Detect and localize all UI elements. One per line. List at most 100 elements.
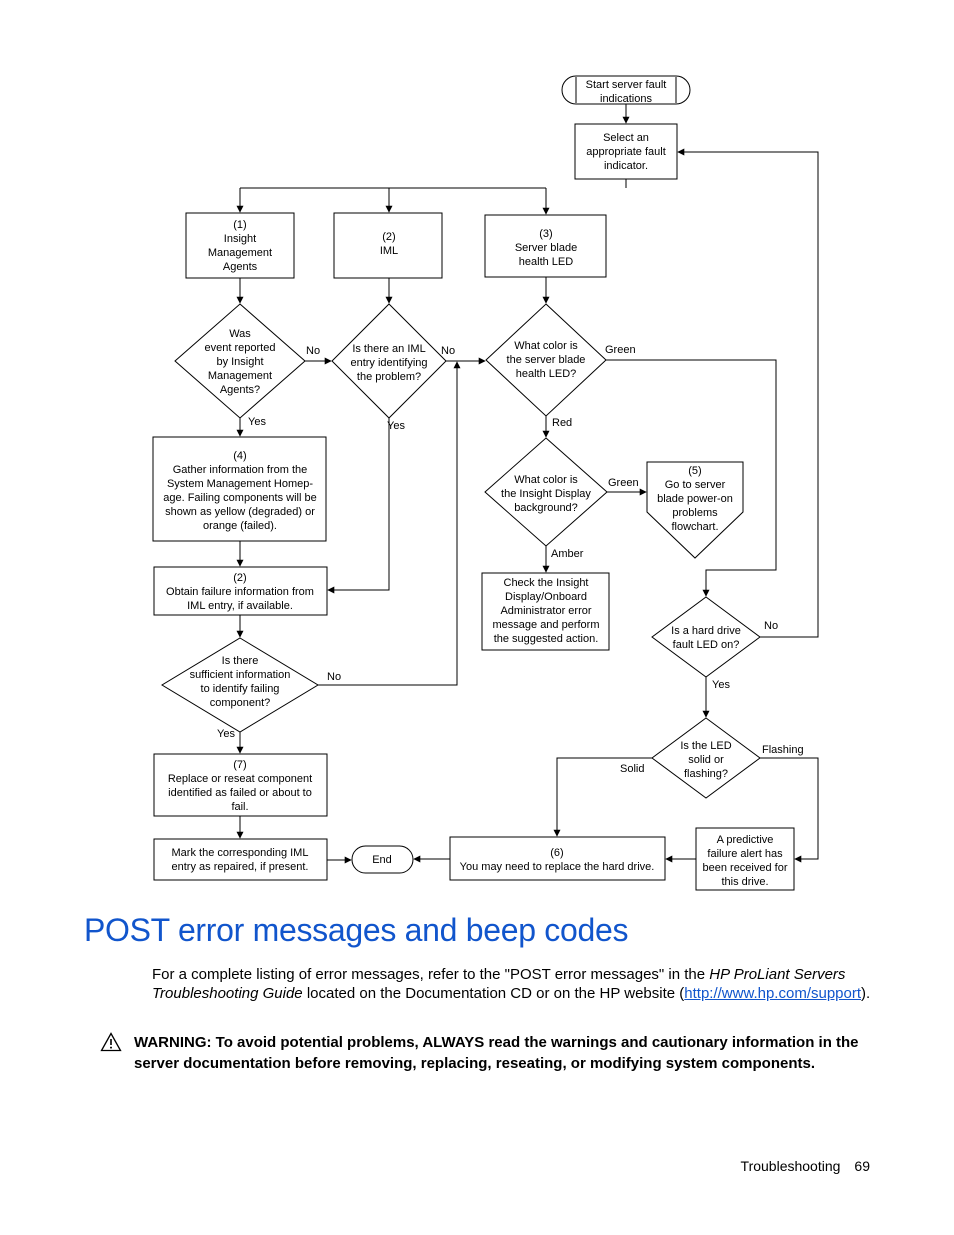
box-obtain-line: (2)	[233, 572, 246, 584]
select-line: Select an	[603, 132, 649, 144]
branch-label-yes-iml: Yes	[387, 420, 405, 432]
dec-sufficient-line: Is there	[222, 655, 259, 667]
dec-display-line: background?	[514, 502, 578, 514]
box-blade-led-text: (3) Server blade health LED	[515, 228, 577, 268]
box-replace-line: fail.	[231, 801, 248, 813]
end-text: End	[372, 854, 392, 866]
dec-event-line: Management	[208, 370, 272, 382]
box-predictive-text: A predictive failure alert has been receiv…	[703, 834, 788, 888]
dec-led-color-text: What color is the server blade health LED?	[507, 340, 586, 380]
dec-hd-fault-text: Is a hard drive fault LED on?	[671, 625, 741, 651]
dec-hd-fault-line: Is a hard drive	[671, 625, 741, 637]
branch-label-amber-display: Amber	[551, 548, 584, 560]
box-predictive-line: this drive.	[721, 876, 768, 888]
box-iml-line: IML	[380, 245, 398, 257]
section-heading: POST error messages and beep codes	[84, 912, 629, 948]
branch-label-yes-hd: Yes	[712, 679, 730, 691]
branch-label-green-display: Green	[608, 477, 639, 489]
dec-sufficient-line: to identify failing	[201, 683, 280, 695]
dec-solid-text: Is the LED solid or flashing?	[680, 740, 731, 780]
dec-solid-line: Is the LED	[680, 740, 731, 752]
branch-label-yes-event: Yes	[248, 416, 266, 428]
box-replace-hd-text: (6)You may need to replace the hard driv…	[460, 847, 655, 873]
page-number: 69	[854, 1158, 870, 1174]
dec-solid-line: solid or	[688, 754, 724, 766]
box-ima-line: Insight	[224, 233, 256, 245]
box-replace-hd-line: You may need to replace the hard drive.	[460, 861, 655, 873]
dec-sufficient-line: component?	[210, 697, 271, 709]
box-gather-line: orange (failed).	[203, 520, 277, 532]
dec-display-line: What color is	[514, 474, 578, 486]
box-power-line: (5)	[688, 465, 701, 477]
select-line: indicator.	[604, 160, 648, 172]
box-obtain-line: Obtain failure information from	[166, 586, 314, 598]
branch-label-flashing: Flashing	[762, 744, 804, 756]
iml-box	[333, 212, 443, 279]
para-text-3: ).	[861, 984, 871, 1002]
dec-display-text: What color is the Insight Display backgrou…	[501, 474, 591, 514]
box-blade-led-line: (3)	[539, 228, 552, 240]
dec-event-line: by Insight	[216, 356, 263, 368]
decision-hd-fault	[651, 596, 761, 678]
branch-label-no-sufficient: No	[327, 671, 341, 683]
branch-label-no-iml: No	[441, 345, 455, 357]
dec-iml-line: Is there an IML	[352, 343, 425, 355]
box-predictive-line: been received for	[703, 862, 788, 874]
dec-event-line: Agents?	[220, 384, 260, 396]
box-check-line: message and perform	[493, 619, 600, 631]
box-power-line: flowchart.	[671, 521, 718, 533]
dec-iml-line: entry identifying	[350, 357, 427, 369]
hp-support-link[interactable]: http://www.hp.com/support	[684, 984, 862, 1002]
box-predictive-line: failure alert has	[707, 848, 783, 860]
intro-paragraph: For a complete listing of error messages…	[152, 966, 872, 1003]
box-power-line: problems	[672, 507, 718, 519]
dec-led-color-line: the server blade	[507, 354, 586, 366]
branch-label-no-event: No	[306, 345, 320, 357]
dec-display-line: the Insight Display	[501, 488, 591, 500]
box-check-line: the suggested action.	[494, 633, 599, 645]
branch-label-red-led: Red	[552, 417, 572, 429]
check-insight-box	[481, 572, 610, 651]
box-ima-line: Management	[208, 247, 272, 259]
decision-led-solid	[651, 717, 761, 799]
dec-iml-text: Is there an IML entry identifying the prob…	[350, 343, 427, 383]
dec-solid-line: flashing?	[684, 768, 728, 780]
box-check-line: Check the Insight	[504, 577, 589, 589]
box-blade-led-line: health LED	[519, 256, 573, 268]
box-gather-line: (4)	[233, 450, 246, 462]
box-gather-line: System Management Homep-	[167, 478, 313, 490]
dec-led-color-line: What color is	[514, 340, 578, 352]
box-gather-line: age. Failing components will be	[163, 492, 316, 504]
dec-event-line: event reported	[205, 342, 276, 354]
box-check-line: Display/Onboard	[505, 591, 587, 603]
box-ima-line: (1)	[233, 219, 246, 231]
power-on-flowchart-box	[646, 461, 744, 559]
branch-label-yes-sufficient: Yes	[217, 728, 235, 740]
box-gather-line: shown as yellow (degraded) or	[165, 506, 315, 518]
box-gather-line: Gather information from the	[173, 464, 308, 476]
box-predictive-line: A predictive	[717, 834, 774, 846]
dec-hd-fault-line: fault LED on?	[673, 639, 740, 651]
dec-iml-line: the problem?	[357, 371, 421, 383]
select-line: appropriate fault	[586, 146, 666, 158]
box-obtain-line: IML entry, if available.	[187, 600, 293, 612]
box-replace-line: (7)	[233, 759, 246, 771]
warning-text: WARNING: To avoid potential problems, AL…	[134, 1034, 859, 1072]
start-line: indications	[600, 93, 652, 105]
box-blade-led-line: Server blade	[515, 242, 577, 254]
dec-led-color-line: health LED?	[516, 368, 577, 380]
end-terminator	[351, 845, 414, 874]
guide-title: HP ProLiant Servers Troubleshooting Guid…	[152, 966, 846, 1002]
select-text: Select an appropriate fault indicator.	[586, 132, 666, 172]
dec-sufficient-text: Is there sufficient information to identif…	[190, 655, 291, 709]
dec-sufficient-line: sufficient information	[190, 669, 291, 681]
box-iml-line: (2)	[382, 231, 395, 243]
box-power-line: blade power-on	[657, 493, 733, 505]
